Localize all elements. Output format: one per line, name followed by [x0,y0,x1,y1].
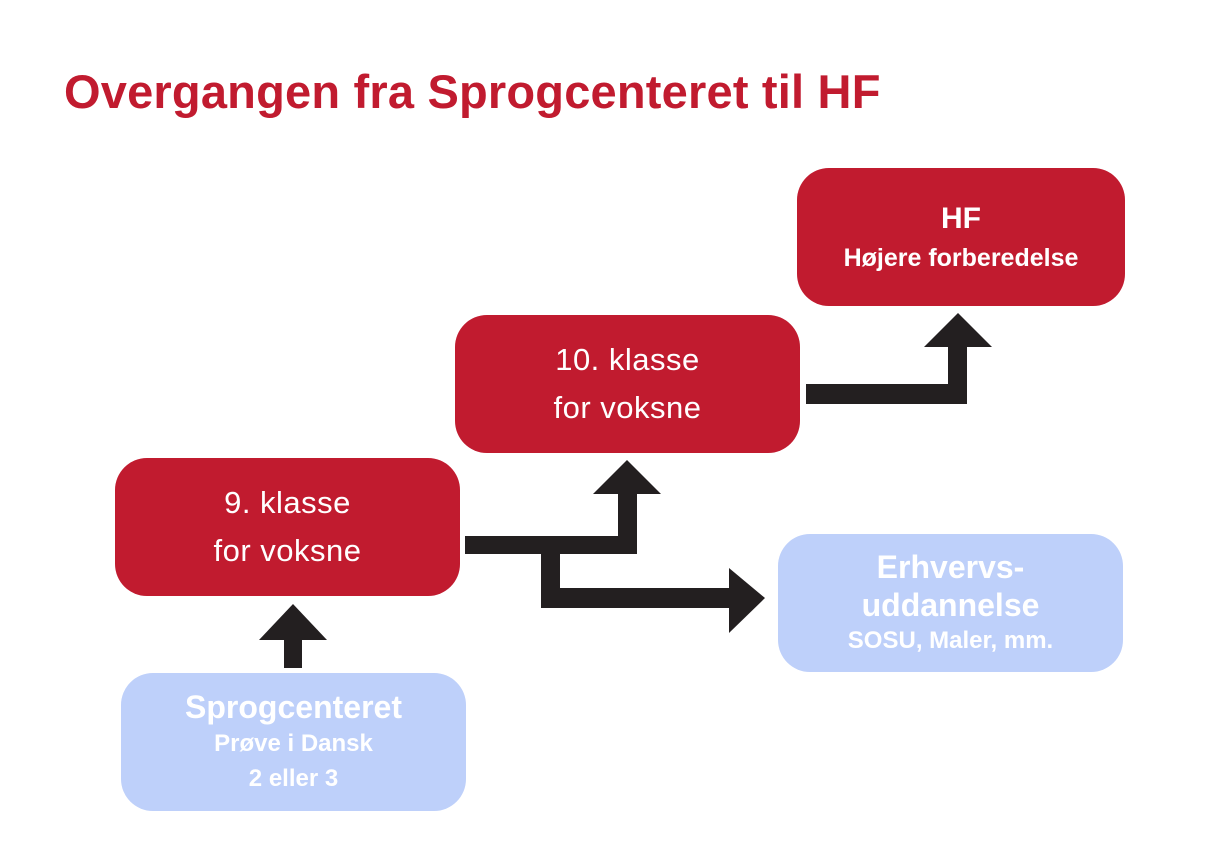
node-sprogcenteret: Sprogcenteret Prøve i Dansk 2 eller 3 [121,673,466,811]
page-title: Overgangen fra Sprogcenteret til HF [64,65,881,118]
node-9-klasse-subtitle: for voksne [213,533,362,568]
node-hf: HF Højere forberedelse [797,168,1125,306]
node-9-klasse-title: 9. klasse [224,485,351,520]
node-erhvervsuddannelse: Erhvervs- uddannelse SOSU, Maler, mm. [778,534,1123,672]
node-sprogcenteret-level: 2 eller 3 [248,765,339,792]
node-sprogcenteret-title: Sprogcenteret [185,689,402,725]
node-erhverv-title-part2: uddannelse [861,587,1040,623]
arrow-9-klasse-to-10-klasse [465,460,661,554]
node-9-klasse: 9. klasse for voksne [115,458,460,596]
node-sprogcenteret-subtitle: Prøve i Dansk [214,730,373,757]
node-10-klasse: 10. klasse for voksne [455,315,800,453]
arrow-9-klasse-to-erhverv [541,544,765,633]
node-hf-title: HF [941,202,981,235]
arrow-10-klasse-to-hf [806,313,992,404]
node-10-klasse-subtitle: for voksne [553,390,702,425]
node-erhverv-title-part1: Erhvervs- [876,549,1025,585]
arrow-sprogcenter-to-9-klasse [259,604,327,668]
node-erhverv-subtitle: SOSU, Maler, mm. [847,627,1054,654]
node-10-klasse-title: 10. klasse [555,342,700,377]
node-hf-subtitle: Højere forberedelse [843,244,1079,272]
